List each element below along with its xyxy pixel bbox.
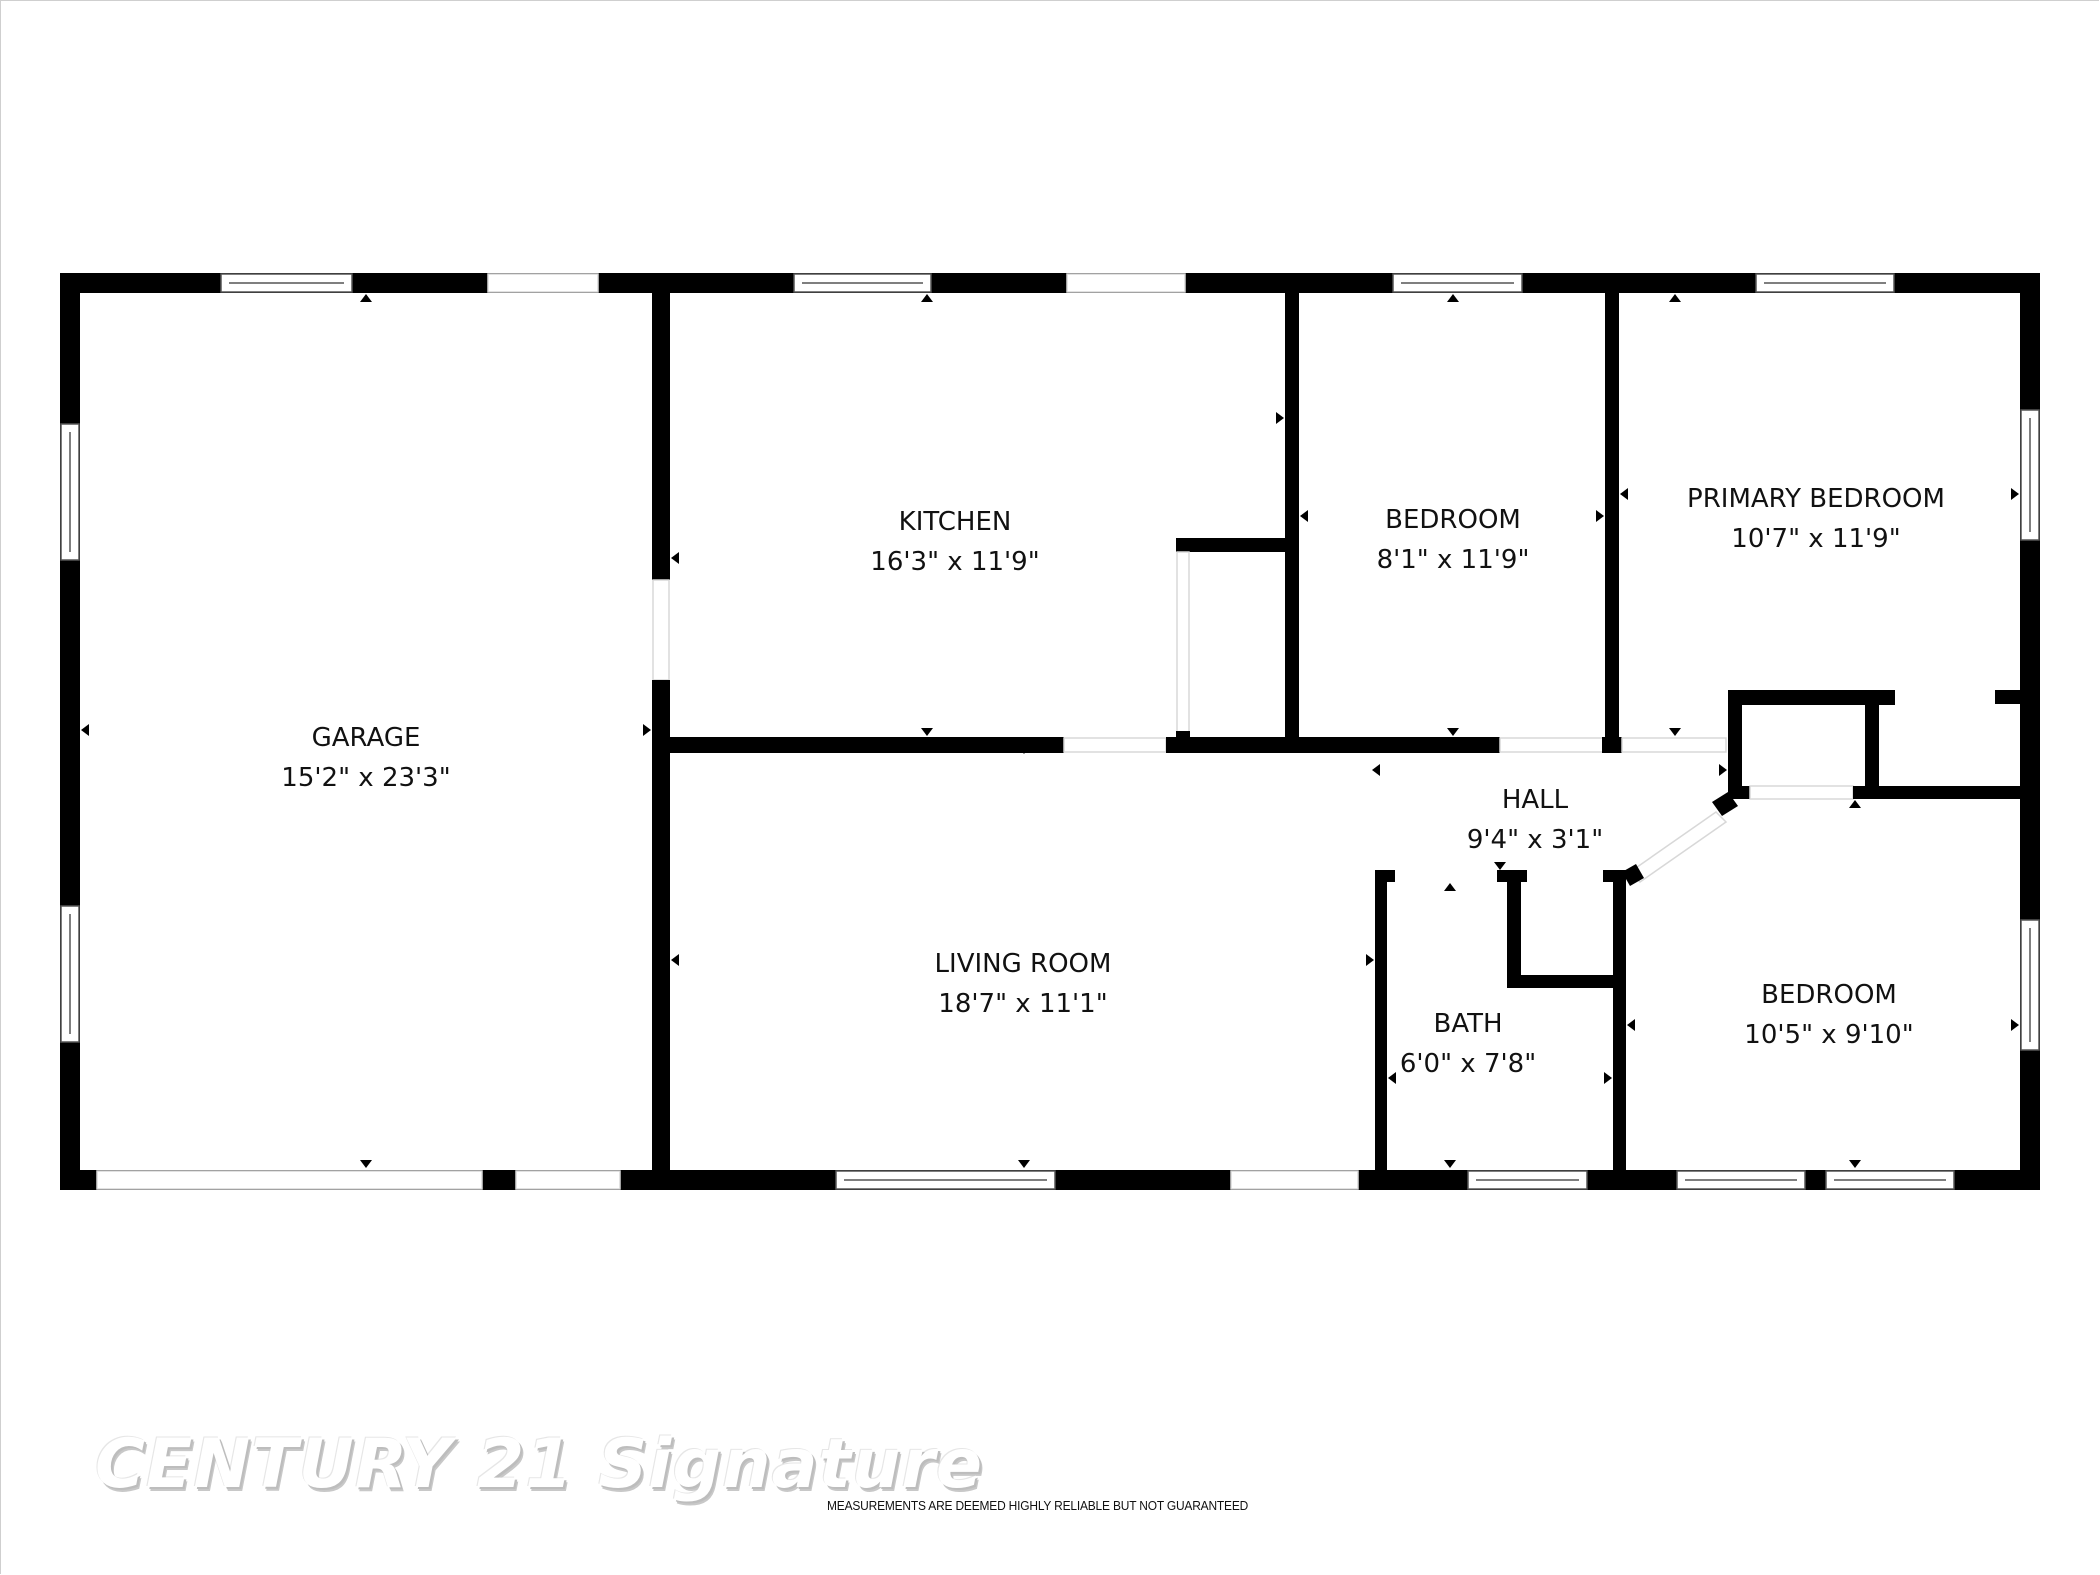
room-garage: GARAGE 15'2" x 23'3"	[281, 718, 450, 798]
room-dimensions: 18'7" x 11'1"	[938, 989, 1108, 1019]
room-dimensions: 10'5" x 9'10"	[1744, 1020, 1914, 1050]
room-bedroom-2: BEDROOM 10'5" x 9'10"	[1744, 975, 1913, 1055]
measurement-disclaimer: MEASUREMENTS ARE DEEMED HIGHLY RELIABLE …	[827, 1498, 1249, 1513]
top-openings	[220, 273, 1895, 293]
room-living-room: LIVING ROOM 18'7" x 11'1"	[935, 944, 1112, 1024]
room-name: HALL	[1501, 785, 1569, 815]
dimension-markers	[81, 294, 2019, 1168]
room-kitchen: KITCHEN 16'3" x 11'9"	[870, 502, 1039, 582]
room-name: KITCHEN	[898, 507, 1012, 537]
room-name: BATH	[1433, 1009, 1503, 1039]
room-dimensions: 6'0" x 7'8"	[1399, 1049, 1537, 1079]
room-dimensions: 10'7" x 11'9"	[1731, 524, 1901, 554]
brand-watermark: CENTURY 21 Signature	[95, 1425, 984, 1504]
room-name: LIVING ROOM	[934, 949, 1112, 979]
room-dimensions: 15'2" x 23'3"	[281, 763, 451, 793]
front-door	[1230, 1170, 1359, 1190]
room-name: GARAGE	[311, 723, 421, 753]
bottom-openings	[96, 1170, 1955, 1190]
door-garage-top	[487, 273, 599, 293]
room-dimensions: 16'3" x 11'9"	[870, 547, 1040, 577]
right-windows	[2020, 409, 2040, 1051]
room-name: PRIMARY BEDROOM	[1687, 484, 1945, 514]
room-dimensions: 9'4" x 3'1"	[1466, 825, 1604, 855]
room-name: BEDROOM	[1761, 980, 1897, 1010]
interior-walls	[652, 283, 2020, 1180]
room-bedroom-1: BEDROOM 8'1" x 11'9"	[1377, 500, 1530, 580]
garage-door	[96, 1170, 483, 1190]
left-windows	[60, 423, 80, 1043]
door-kitchen-top	[1066, 273, 1186, 293]
door-garage-bottom	[515, 1170, 621, 1190]
room-dimensions: 8'1" x 11'9"	[1376, 545, 1530, 575]
room-name: BEDROOM	[1385, 505, 1521, 535]
room-hall: HALL 9'4" x 3'1"	[1467, 780, 1603, 860]
room-primary-bedroom: PRIMARY BEDROOM 10'7" x 11'9"	[1687, 479, 1945, 559]
room-bath: BATH 6'0" x 7'8"	[1400, 1004, 1536, 1084]
